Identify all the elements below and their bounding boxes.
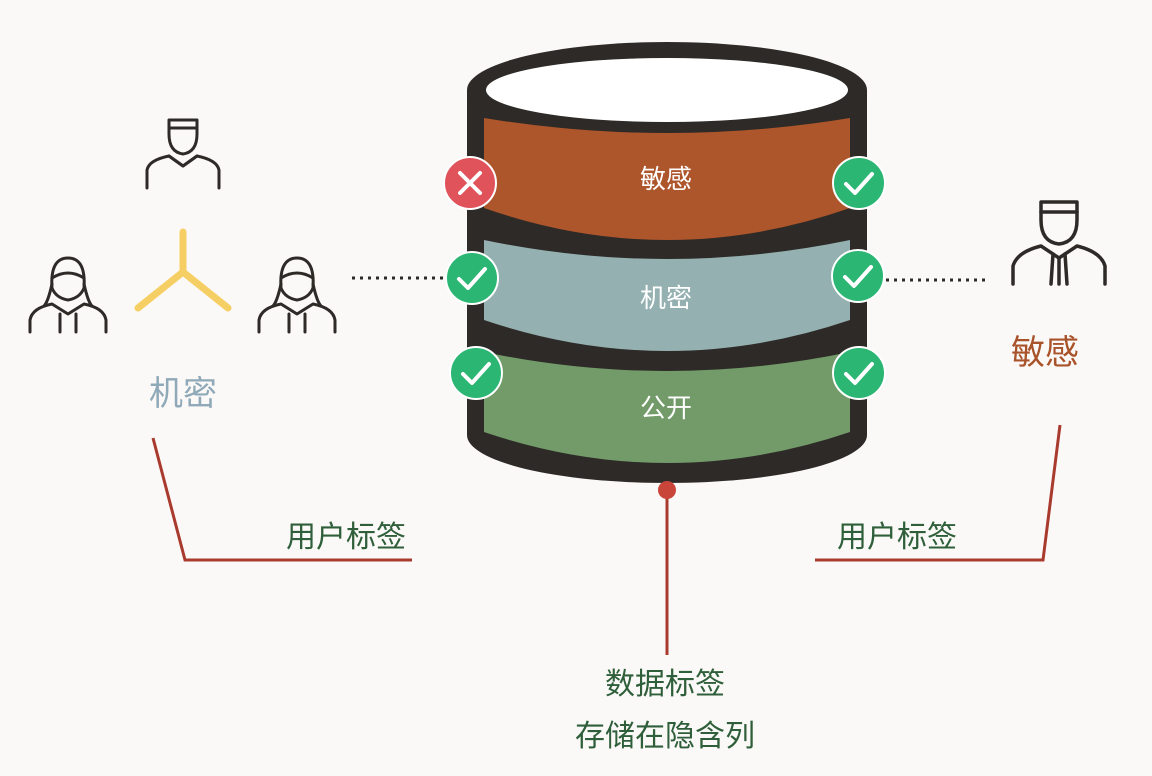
check-icon	[830, 248, 886, 304]
right-user-tag-label: 用户标签	[837, 520, 957, 555]
layer-public-label: 公开	[640, 394, 692, 424]
right-leader-line	[815, 424, 1062, 562]
check-icon	[831, 345, 887, 401]
person-icon	[1011, 200, 1107, 286]
left-user-tag-label: 用户标签	[286, 520, 406, 555]
person-icon	[257, 256, 337, 334]
check-icon	[831, 155, 887, 211]
layer-sensitive-label: 敏感	[640, 165, 692, 195]
check-icon	[444, 250, 500, 306]
check-icon	[448, 345, 504, 401]
data-tag-storage-label: 存储在隐含列	[575, 719, 755, 754]
person-icon	[145, 118, 221, 190]
right-user: 敏感	[1011, 200, 1107, 373]
left-leader-line	[151, 437, 412, 562]
group-connector-icon	[134, 228, 232, 312]
person-icon	[28, 256, 108, 334]
left-clearance-label: 机密	[149, 374, 217, 414]
data-tag-dot	[658, 481, 676, 499]
layer-public	[484, 352, 850, 463]
right-clearance-label: 敏感	[1011, 333, 1079, 373]
layer-secret	[484, 240, 850, 351]
layer-sensitive	[484, 118, 850, 240]
left-user-group: 机密	[28, 118, 337, 414]
data-tag-label: 数据标签	[605, 667, 725, 702]
cylinder-top	[486, 58, 848, 122]
layer-secret-label: 机密	[640, 284, 692, 314]
database-cylinder: 敏感 机密 公开	[467, 42, 867, 483]
x-icon	[442, 155, 498, 211]
